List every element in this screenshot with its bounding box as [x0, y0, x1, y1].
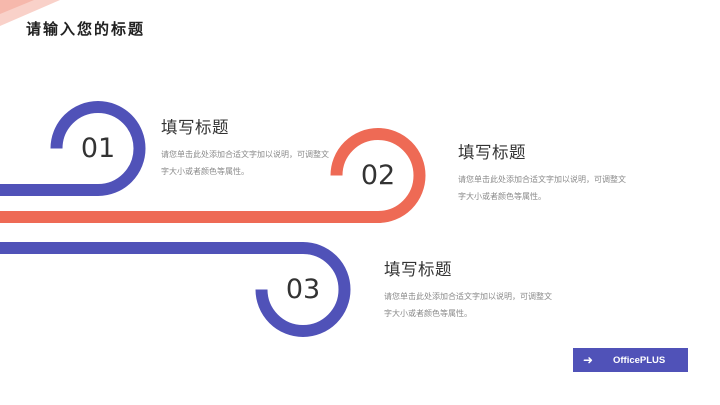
step-2-connector	[0, 128, 426, 223]
step-1-line	[0, 101, 146, 196]
step-1-desc[interactable]: 请您单击此处添加合适文字加以说明，可调整文字大小或者颜色等属性。	[161, 150, 329, 176]
step-3-text[interactable]: 填写标题 请您单击此处添加合适文字加以说明，可调整文字大小或者颜色等属性。	[384, 256, 552, 322]
step-1-title[interactable]: 填写标题	[161, 118, 229, 137]
brand-label: OfficePLUS	[613, 354, 666, 366]
step-3-title[interactable]: 填写标题	[384, 260, 452, 279]
step-3-desc[interactable]: 请您单击此处添加合适文字加以说明，可调整文字大小或者颜色等属性。	[384, 292, 552, 318]
page-title: 请输入您的标题	[26, 20, 146, 38]
step-3-line	[0, 242, 351, 337]
step-2-line	[0, 128, 426, 223]
step-1-connector	[0, 101, 146, 196]
step-2-number: 02	[361, 160, 395, 191]
step-2-title[interactable]: 填写标题	[458, 143, 526, 162]
corner-accent-inner	[0, 0, 34, 14]
step-2-text[interactable]: 填写标题 请您单击此处添加合适文字加以说明，可调整文字大小或者颜色等属性。	[458, 139, 626, 205]
step-3-number: 03	[286, 274, 320, 305]
step-1-number: 01	[81, 133, 115, 164]
step-2-desc[interactable]: 请您单击此处添加合适文字加以说明，可调整文字大小或者颜色等属性。	[458, 175, 626, 201]
step-3-connector	[0, 242, 351, 337]
arrow-right-icon: ➜	[583, 353, 594, 367]
step-1-text[interactable]: 填写标题 请您单击此处添加合适文字加以说明，可调整文字大小或者颜色等属性。	[161, 114, 329, 180]
officeplus-badge[interactable]: ➜ OfficePLUS	[573, 348, 688, 372]
